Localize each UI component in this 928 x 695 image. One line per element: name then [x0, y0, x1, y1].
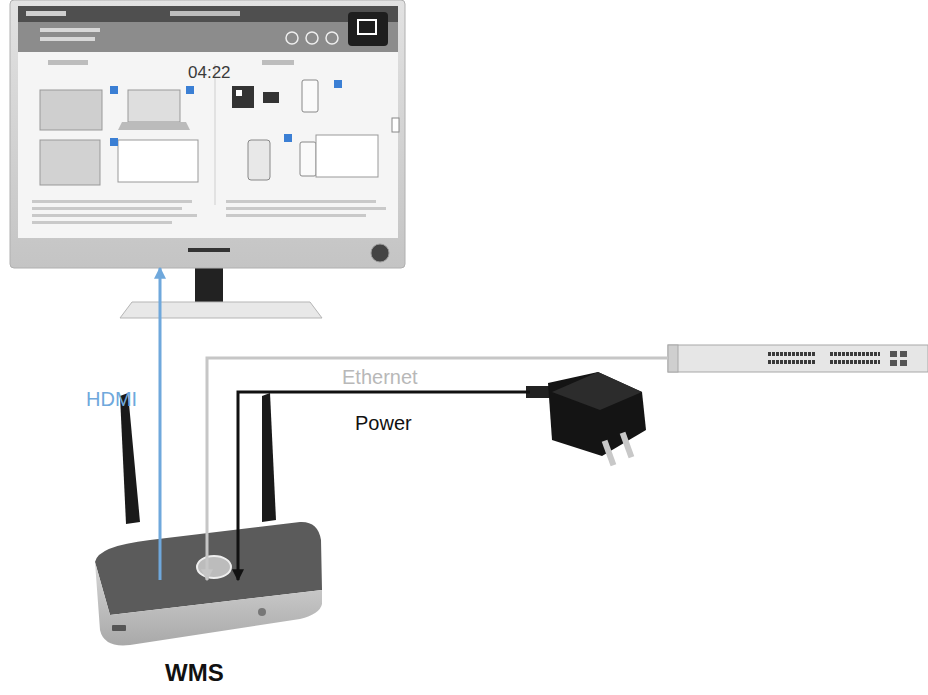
monitor-power-button [371, 244, 389, 262]
screen-icon [306, 32, 318, 44]
switch-body [668, 345, 928, 372]
switch-sfp [890, 360, 897, 366]
adapter-top [552, 372, 642, 410]
monitor-illustration [10, 0, 405, 318]
connector-line [207, 358, 668, 580]
cast-icon [348, 12, 388, 46]
antenna [262, 393, 276, 522]
screen-chart-image [316, 135, 378, 177]
screen-qr-code [236, 90, 242, 96]
screen-qr-code [232, 86, 254, 108]
monitor-bezel [10, 0, 405, 268]
connector-label: HDMI [86, 388, 137, 410]
connector-label: Ethernet [342, 366, 418, 388]
connector-line [159, 268, 162, 580]
switch-sfp [900, 360, 907, 366]
monitor-base [120, 302, 322, 318]
switch-ports [768, 360, 816, 364]
adapter-prong [620, 432, 635, 458]
screen-side-tab [392, 118, 399, 132]
screen-ssid-bar [40, 28, 100, 32]
screen-pc-image [40, 90, 102, 130]
screen-clock: 04:22 [188, 64, 248, 83]
screen-display-image [40, 140, 100, 185]
screen-topbar [18, 6, 398, 22]
switch-bracket [668, 345, 678, 372]
adapter-prong [602, 440, 617, 466]
screen-step-mark [334, 80, 342, 88]
screen-chart-image [118, 140, 198, 182]
screen-step-mark [110, 86, 118, 94]
screen-icon [286, 32, 298, 44]
screen-id-bar [26, 11, 66, 16]
screen-icon [326, 32, 338, 44]
switch-sfp [900, 351, 907, 357]
switch-ports [768, 352, 816, 356]
device-node: WMS [95, 580, 325, 692]
screen-step-mark [110, 138, 118, 146]
cast-icon-mark [358, 20, 376, 34]
screen-psk-bar [170, 11, 240, 16]
screen-phone-image [300, 142, 316, 176]
switch-ports [830, 352, 880, 356]
screen-heading-bar [262, 60, 294, 65]
connector-line [238, 392, 530, 580]
device-label: WMS [165, 660, 265, 686]
monitor-neck [195, 266, 223, 302]
screen-laptop-image [128, 90, 180, 122]
power-adapter [526, 372, 646, 466]
switch-node [668, 345, 928, 372]
screen-heading-bar [48, 60, 88, 65]
connector-label: Power [355, 412, 412, 434]
screen-divider [215, 64, 216, 205]
monitor-node: 04:22 [10, 0, 405, 268]
monitor-screen [18, 6, 398, 238]
device-port [258, 608, 266, 616]
screen-step-mark [186, 86, 194, 94]
screen-phone-image [302, 80, 318, 112]
device-port [112, 625, 126, 631]
screen-phone-image [248, 140, 270, 180]
screen-laptop-base [118, 122, 190, 130]
screen-step-mark [284, 134, 292, 142]
screen-header [18, 22, 398, 52]
adapter-node [530, 372, 650, 457]
network-switch [668, 345, 928, 372]
switch-sfp [890, 351, 897, 357]
antenna [120, 393, 140, 524]
screen-ssid-bar [40, 37, 95, 41]
adapter-cable-boot [526, 386, 552, 398]
screen-instruction-lines [32, 200, 386, 224]
device-button [197, 556, 231, 578]
monitor-brand-mark [188, 248, 230, 252]
switch-ports [830, 360, 880, 364]
adapter-body [548, 372, 646, 456]
screen-airplay-icon [263, 92, 279, 103]
wms-device [95, 393, 322, 645]
